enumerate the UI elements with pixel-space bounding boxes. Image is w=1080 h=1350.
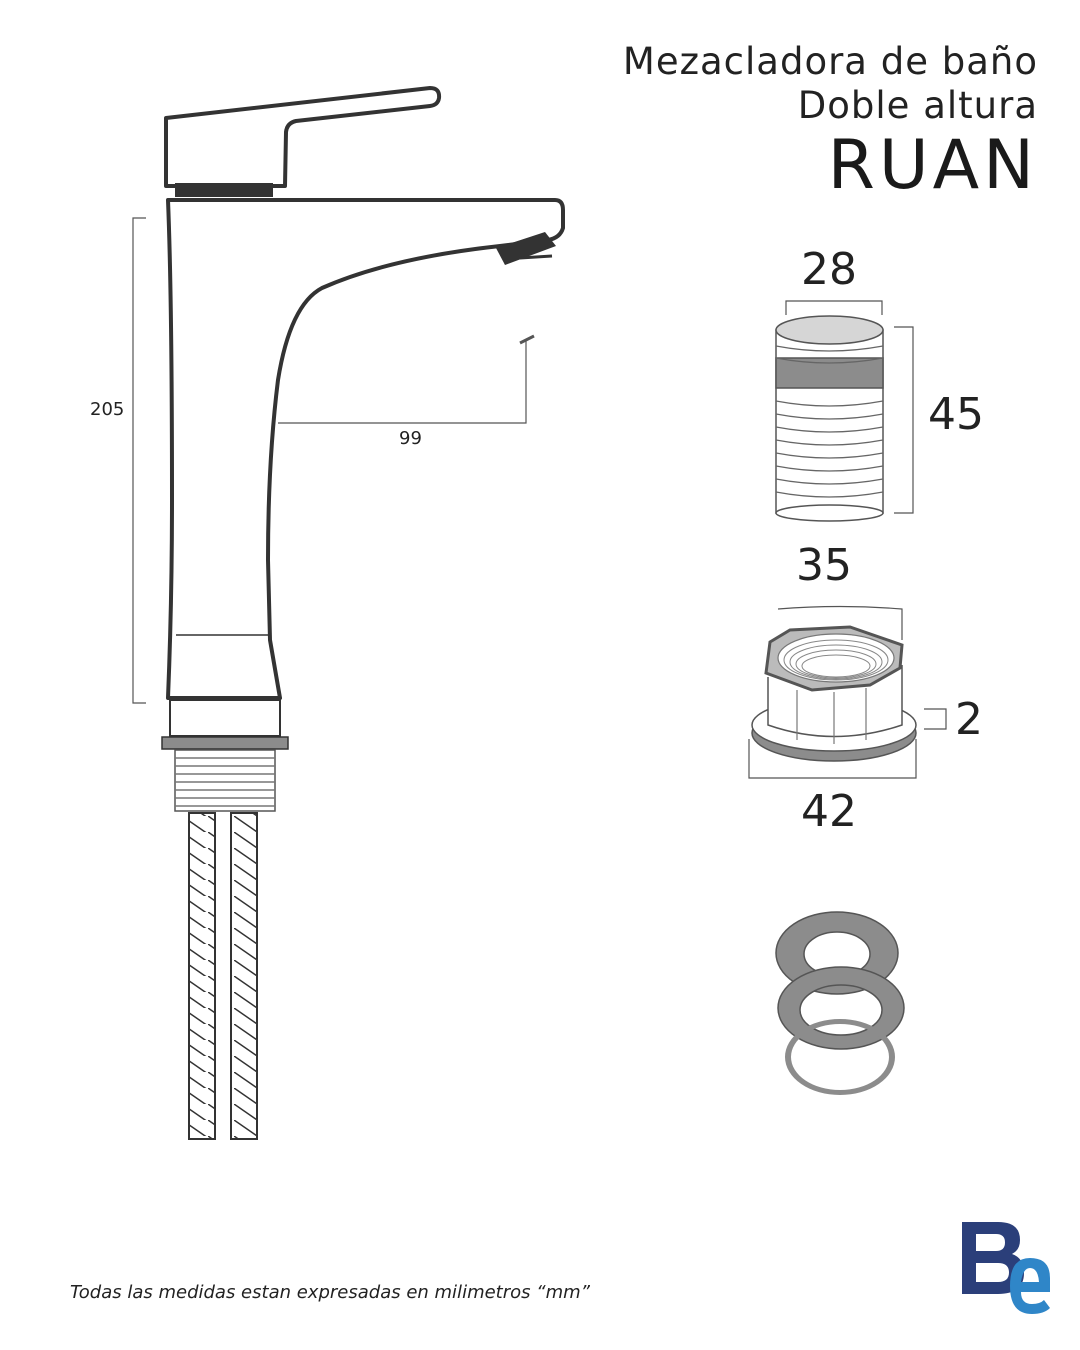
nut-base-label: 42 [801,786,857,837]
cartridge-diameter-label: 28 [801,244,857,295]
product-variant: Doble altura [797,84,1038,127]
faucet-base [161,699,289,812]
cartridge-height-label: 45 [928,389,984,440]
footer-note: Todas las medidas estan expresadas en mi… [70,1282,590,1303]
height-dimension-line [132,217,146,704]
product-name: RUAN [827,126,1038,205]
faucet-body [166,198,565,700]
height-dimension-label: 205 [90,399,125,420]
mounting-nut [748,605,947,779]
faucet-handle [164,86,442,197]
flexible-hoses [188,812,258,1140]
nut-top-label: 35 [796,540,852,591]
cartridge [775,300,914,522]
product-type: Mezacladora de baño [622,40,1038,83]
nut-thickness-label: 2 [955,694,983,745]
title-block: Mezacladora de baño Doble altura RUAN [623,40,1038,204]
reach-dimension-line [278,334,535,424]
reach-dimension-label: 99 [399,428,422,449]
be-logo-icon [962,1222,1050,1314]
washers [775,911,905,1096]
